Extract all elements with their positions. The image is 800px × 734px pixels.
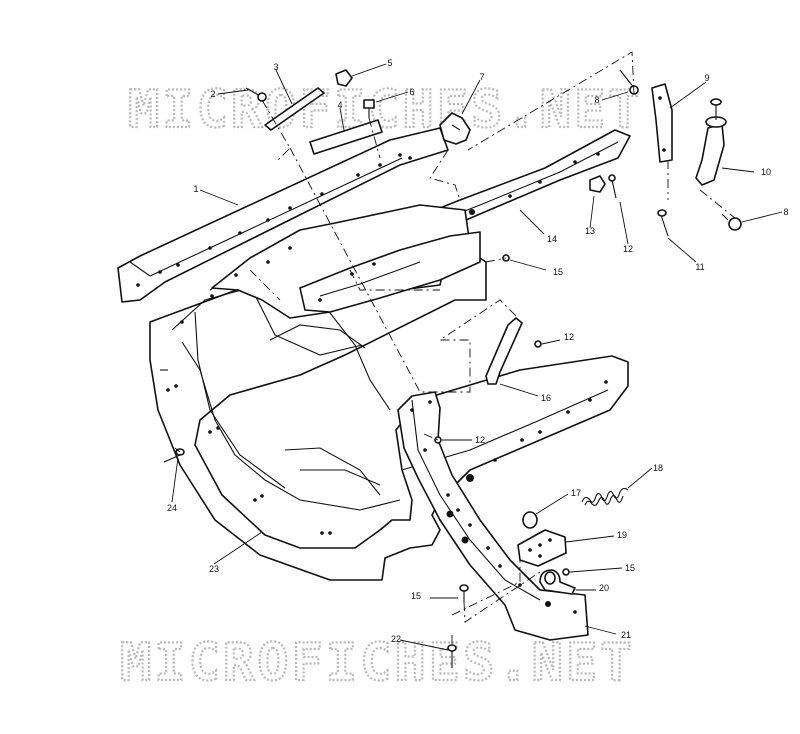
- callout-16: 16: [541, 393, 551, 403]
- callout-22: 22: [391, 634, 401, 644]
- callout-1: 1: [193, 184, 198, 194]
- part-16-stay-rod: [485, 317, 523, 385]
- callout-8-upper: 8: [594, 95, 599, 105]
- callout-6: 6: [409, 87, 414, 97]
- part-9-strap: [651, 83, 673, 163]
- callout-5: 5: [387, 58, 392, 68]
- assembly-lines: [174, 51, 736, 645]
- part-4-bar: [309, 119, 383, 155]
- part-1-front-rail: [117, 127, 449, 303]
- callout-labels: 1 2 3 4 5 6 7 8 8 9 10 11 12 12 12 13 14…: [167, 58, 789, 644]
- callout-7: 7: [479, 72, 484, 82]
- callout-17: 17: [571, 488, 581, 498]
- inner-pan: [211, 204, 481, 319]
- callout-11: 11: [695, 262, 704, 272]
- callout-15-left: 15: [411, 591, 421, 601]
- part-20-clamp: [539, 569, 576, 595]
- part-7-bracket: [439, 112, 471, 145]
- part-18-spring: [581, 487, 629, 506]
- part-17-grommet: [522, 511, 538, 529]
- callout-9: 9: [704, 73, 709, 83]
- callout-12-middle: 12: [564, 332, 574, 342]
- callout-23: 23: [209, 564, 219, 574]
- leader-lines: [171, 63, 783, 651]
- callout-15-upper: 15: [553, 267, 563, 277]
- callout-24: 24: [167, 503, 177, 513]
- part-19-hinge-plate: [517, 529, 567, 567]
- callout-14: 14: [547, 234, 557, 244]
- callout-18: 18: [653, 463, 663, 473]
- callout-13: 13: [585, 226, 595, 236]
- part-3-trim: [264, 87, 325, 131]
- callout-8-right: 8: [783, 207, 788, 217]
- watermark-top: MICROFICHES.NET: [128, 80, 643, 140]
- watermark-bottom: MICROFICHES.NET: [120, 633, 635, 693]
- callout-2: 2: [210, 89, 215, 99]
- part-13-nut: [589, 175, 606, 193]
- callout-20: 20: [599, 583, 609, 593]
- callout-19: 19: [617, 530, 627, 540]
- callout-3: 3: [273, 62, 278, 72]
- callout-10: 10: [761, 167, 771, 177]
- part-21-side-rail: [397, 391, 589, 641]
- callout-12-lower: 12: [475, 435, 485, 445]
- callout-12-right: 12: [623, 244, 633, 254]
- callout-15-right: 15: [625, 563, 635, 573]
- callout-21: 21: [621, 630, 631, 640]
- part-10-latch: [695, 98, 727, 186]
- callout-4: 4: [337, 100, 342, 110]
